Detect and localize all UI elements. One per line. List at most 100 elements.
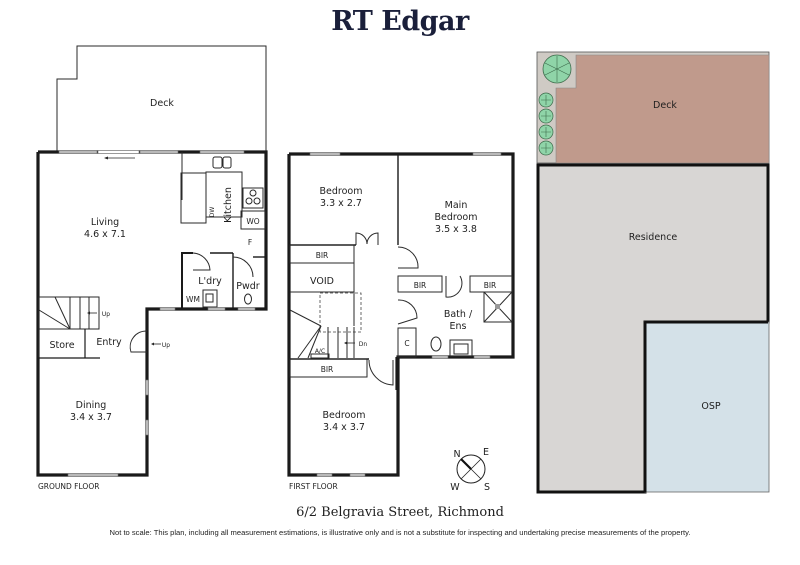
site-osp bbox=[644, 321, 770, 493]
entry-door-swing bbox=[129, 330, 148, 353]
ground-wall-upper bbox=[38, 150, 268, 393]
label-bir-3: BIR bbox=[484, 281, 497, 290]
room-label-dining: Dining bbox=[76, 400, 107, 411]
stair-arrow-head bbox=[344, 341, 347, 345]
window bbox=[472, 152, 502, 156]
label-cupboard: C bbox=[404, 339, 409, 348]
room-label-kitchen: Kitchen bbox=[223, 187, 234, 223]
site-plan: Deck Residence OSP bbox=[536, 51, 770, 494]
trough-basin bbox=[205, 293, 214, 303]
stair-winder bbox=[54, 296, 71, 330]
room-label-store: Store bbox=[49, 340, 74, 351]
toilet bbox=[430, 336, 442, 352]
room-label-deck: Deck bbox=[150, 98, 174, 109]
label-bath: Bath / bbox=[444, 309, 473, 320]
bir-2 bbox=[397, 275, 443, 293]
site-label-deck: Deck bbox=[653, 100, 677, 111]
label-wm: WM bbox=[186, 295, 200, 304]
compass-needle bbox=[470, 468, 482, 480]
label-bir-2: BIR bbox=[414, 281, 427, 290]
window bbox=[207, 307, 226, 311]
cupboard bbox=[397, 327, 417, 358]
site-label-residence: Residence bbox=[629, 232, 678, 243]
wall-oven bbox=[240, 210, 266, 230]
stair-arrow-head bbox=[87, 311, 90, 315]
island bbox=[180, 172, 207, 224]
room-size-living: 4.6 x 7.1 bbox=[84, 229, 126, 240]
room-label-entry: Entry bbox=[96, 337, 122, 348]
label-bir-1: BIR bbox=[316, 251, 329, 260]
compass-needle bbox=[460, 458, 482, 480]
laundry-trough bbox=[202, 289, 218, 308]
entry-arrow-head bbox=[151, 342, 154, 346]
window bbox=[431, 355, 449, 359]
room-label-living: Living bbox=[91, 217, 119, 228]
sink-right bbox=[222, 156, 232, 169]
main-door-swing bbox=[397, 246, 419, 269]
sliding-door-1 bbox=[58, 150, 98, 154]
window bbox=[237, 307, 256, 311]
stair-winder bbox=[307, 325, 322, 359]
label-up-entry: Up bbox=[162, 342, 170, 349]
powder-door-swing bbox=[232, 256, 254, 278]
label-void: VOID bbox=[310, 276, 334, 287]
slide-arrow-head bbox=[104, 156, 108, 160]
deck-outline bbox=[56, 45, 267, 152]
sliding-door-3 bbox=[139, 150, 179, 154]
bir-4 bbox=[289, 358, 368, 378]
vanity bbox=[449, 339, 473, 357]
label-wo: WO bbox=[246, 217, 259, 226]
room-label-laundry: L'dry bbox=[198, 276, 222, 287]
ground-floor-plan: Deck DW Kitchen WO F Living 4.6 x 7.1 bbox=[36, 45, 268, 491]
disclaimer-text: Not to scale: This plan, including all m… bbox=[109, 528, 691, 537]
room-size-main-bedroom: 3.5 x 3.8 bbox=[435, 224, 477, 235]
door-swing bbox=[366, 232, 379, 245]
burner bbox=[253, 197, 261, 205]
site-deck bbox=[555, 54, 770, 164]
cooktop bbox=[242, 187, 264, 209]
tree-icon bbox=[542, 54, 572, 84]
window bbox=[67, 473, 119, 477]
label-bir-4: BIR bbox=[321, 365, 334, 374]
room-label-bedroom2: Bedroom bbox=[320, 186, 363, 197]
ground-wall-outer bbox=[36, 152, 149, 477]
window bbox=[145, 419, 149, 436]
room-label-bedroom3: Bedroom bbox=[323, 410, 366, 421]
bedroom3-door-swing bbox=[368, 359, 394, 386]
shower-drain bbox=[495, 304, 500, 309]
window bbox=[159, 307, 176, 311]
compass-s: S bbox=[484, 482, 490, 493]
room-label-main-bedroom-1: Main bbox=[445, 200, 468, 211]
toilet bbox=[244, 293, 252, 305]
door-swing bbox=[355, 232, 368, 245]
sliding-door-2 bbox=[97, 150, 140, 154]
staircase bbox=[38, 296, 100, 330]
laundry-wall bbox=[181, 252, 193, 309]
ac-unit bbox=[310, 353, 330, 359]
label-down-stairs: Dn bbox=[359, 341, 368, 348]
sink-left bbox=[212, 156, 223, 169]
window bbox=[473, 355, 491, 359]
window bbox=[145, 379, 149, 396]
label-ens: Ens bbox=[450, 321, 467, 332]
kitchen-window bbox=[199, 150, 245, 154]
burner bbox=[249, 189, 257, 197]
label-fridge: F bbox=[248, 238, 252, 247]
room-label-powder: Pwdr bbox=[236, 281, 260, 292]
room-size-dining: 3.4 x 3.7 bbox=[70, 412, 112, 423]
compass-north-needle bbox=[460, 458, 472, 470]
first-floor-plan: Bedroom 3.3 x 2.7 Main Bedroom 3.5 x 3.8… bbox=[287, 152, 515, 491]
shrub-icon bbox=[538, 92, 554, 156]
stair-winder bbox=[38, 309, 71, 330]
bath-door-swing bbox=[397, 299, 418, 325]
window bbox=[316, 473, 333, 477]
brand-logo: RT Edgar bbox=[331, 6, 469, 37]
ground-floor-label: GROUND FLOOR bbox=[38, 482, 99, 491]
shower bbox=[483, 291, 513, 323]
property-address: 6/2 Belgravia Street, Richmond bbox=[296, 505, 504, 520]
room-size-bedroom3: 3.4 x 3.7 bbox=[323, 422, 365, 433]
ens-door-swing bbox=[445, 275, 463, 298]
site-label-osp: OSP bbox=[701, 401, 721, 412]
stair-winder bbox=[289, 309, 322, 327]
